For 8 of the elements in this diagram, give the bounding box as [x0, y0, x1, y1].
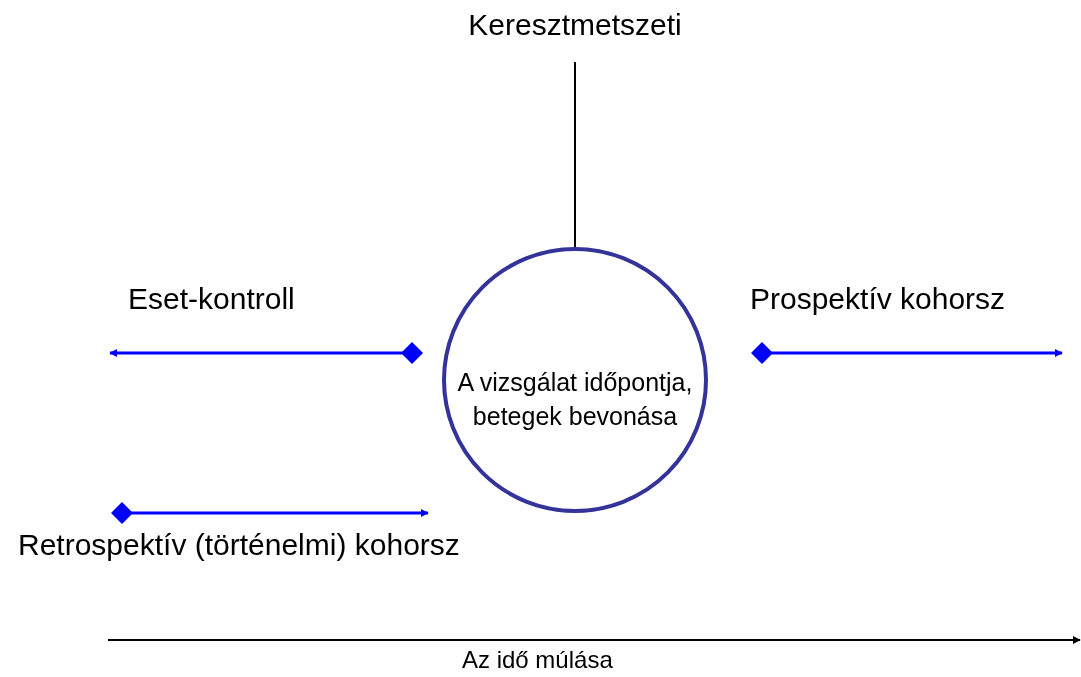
circle-text: A vizsgálat időpontja, betegek bevonása [456, 367, 694, 432]
study-type-label: Retrospektív (történelmi) kohorsz [18, 528, 460, 563]
study-type-label: Prospektív kohorsz [750, 282, 1006, 317]
study-type-label: Keresztmetszeti [425, 8, 725, 43]
axis-label: Az idő múlása [462, 646, 613, 674]
time-point-circle [442, 247, 708, 513]
leader-line [574, 61, 576, 248]
study-type-label: Eset-kontroll [128, 282, 295, 317]
